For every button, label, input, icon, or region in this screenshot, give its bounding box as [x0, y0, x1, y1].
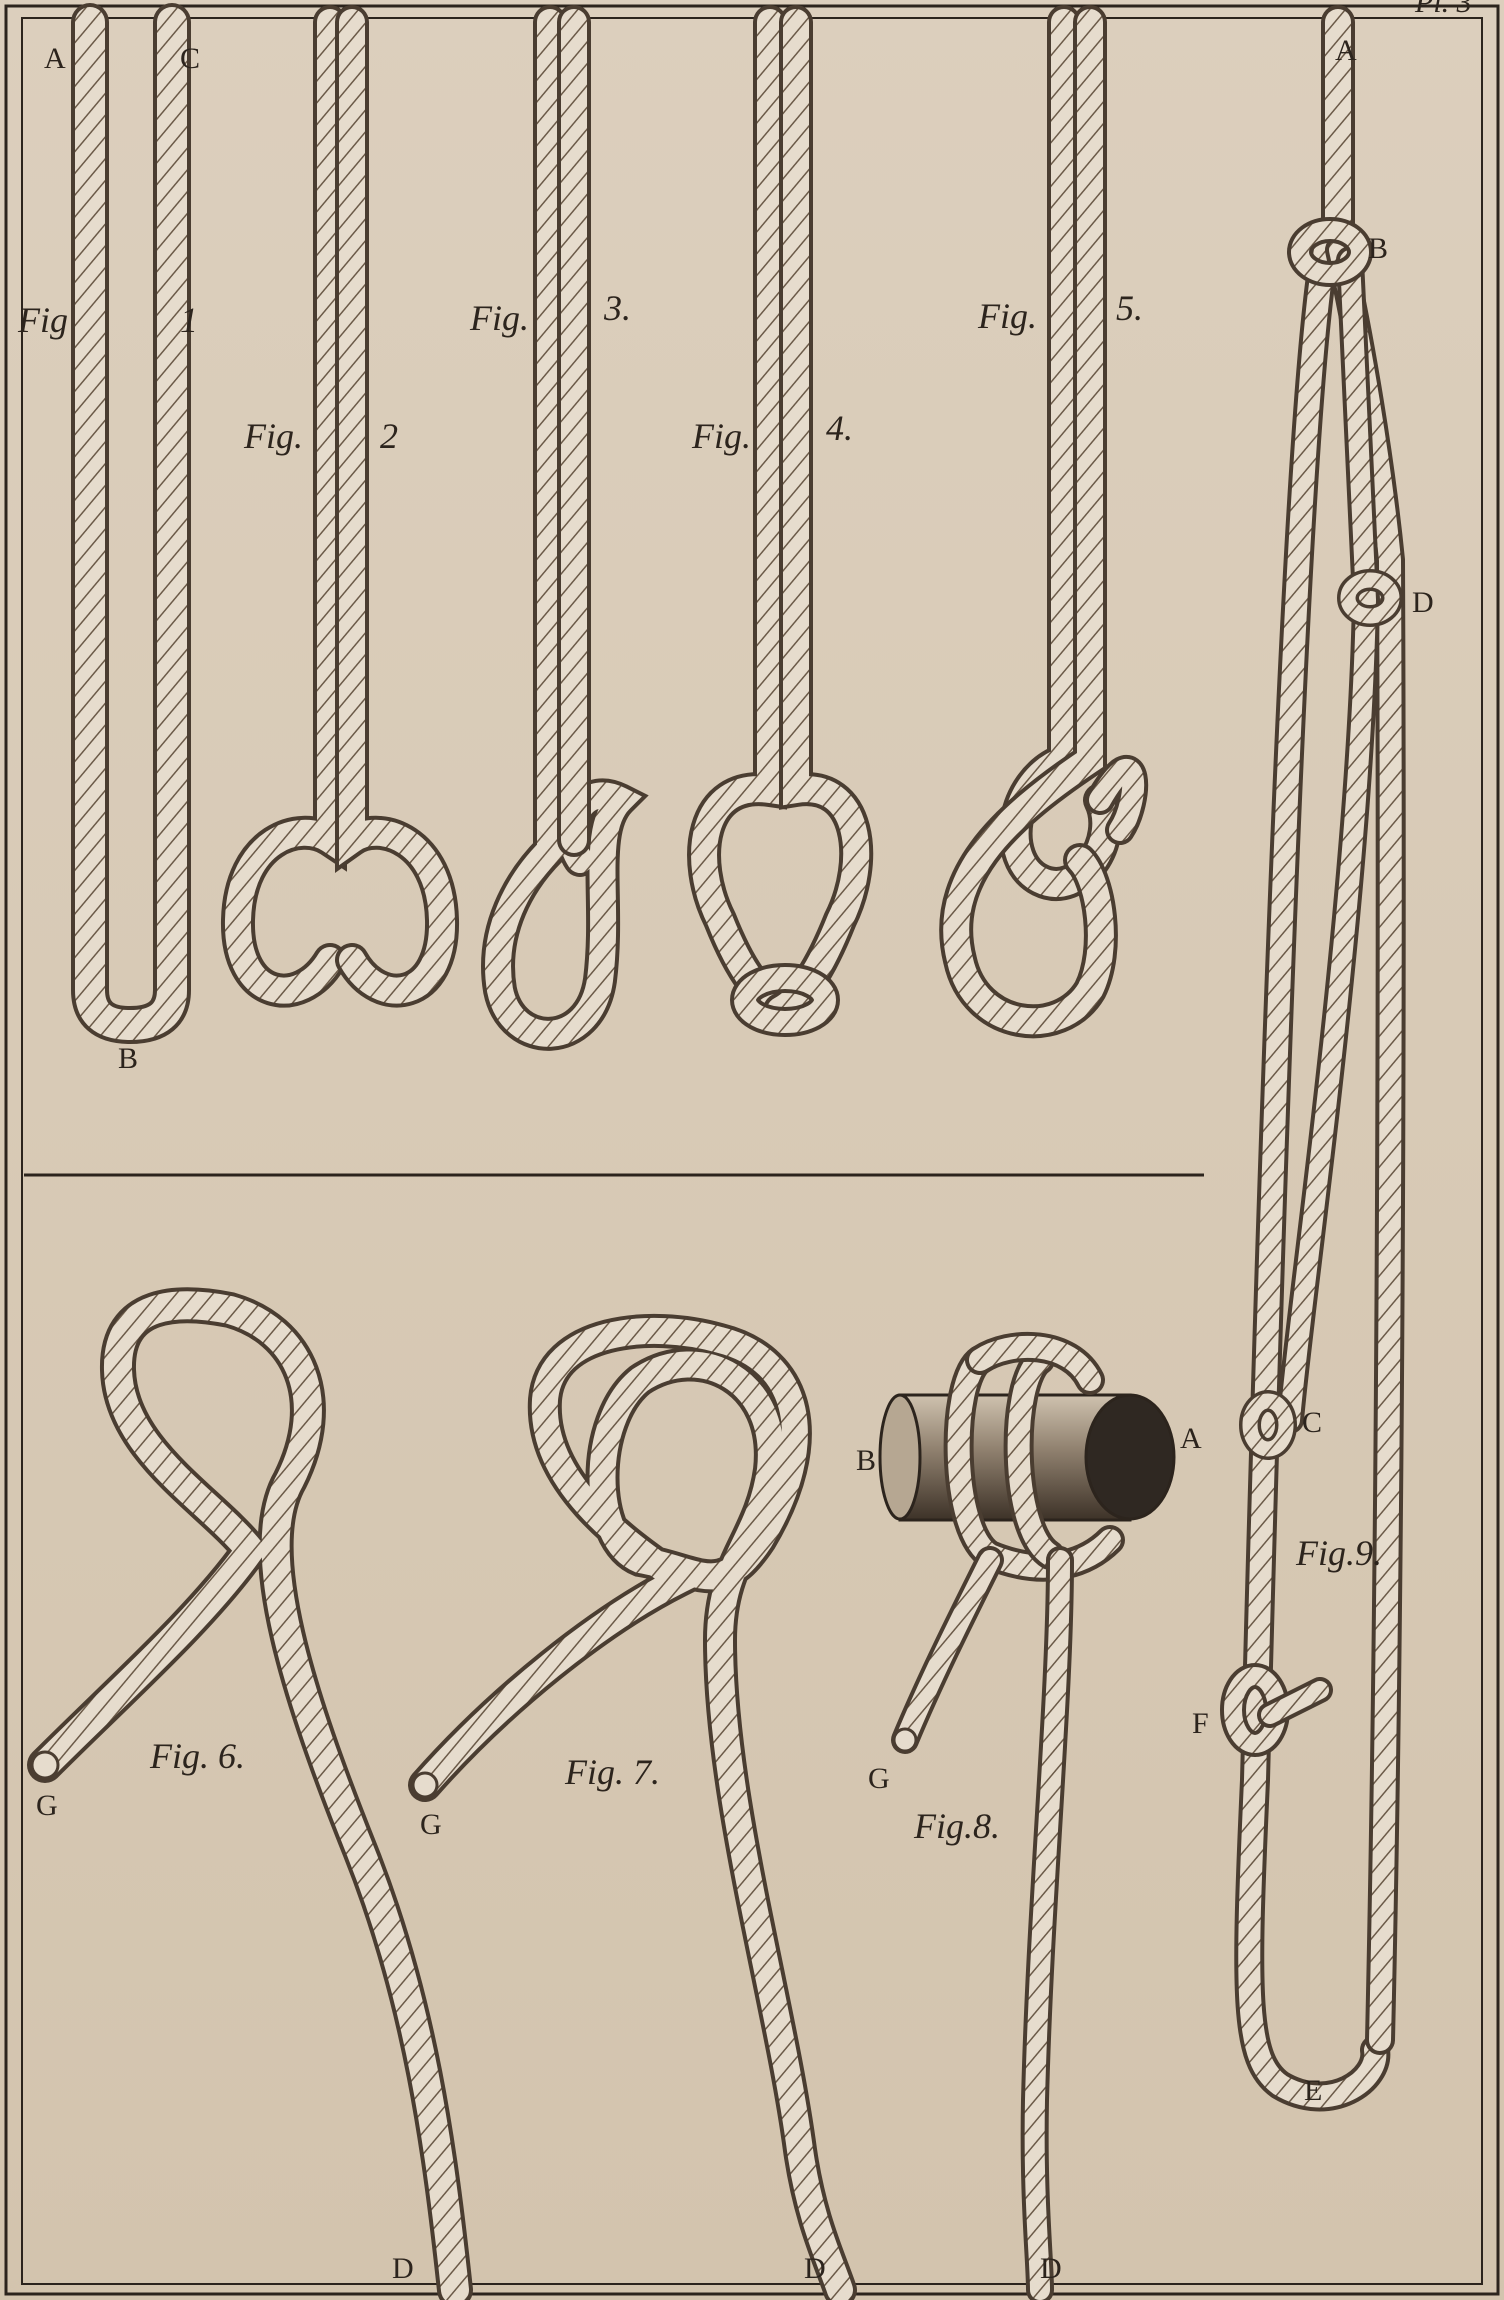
figure-5-rope: [956, 22, 1133, 1021]
fig5-caption-b: 5.: [1116, 288, 1143, 328]
figure-2-rope: [238, 22, 442, 991]
fig1-label-c: C: [180, 42, 200, 75]
figure-4-rope: [704, 22, 856, 1022]
fig7-caption: Fig. 7.: [564, 1752, 660, 1792]
fig6-label-g: G: [36, 1789, 58, 1822]
fig4-caption-b: 4.: [826, 408, 853, 448]
fig9-label-e: E: [1304, 2074, 1322, 2107]
fig9-caption: Fig.9.: [1295, 1533, 1382, 1573]
fig1-label-b: B: [118, 1042, 138, 1075]
fig9-label-b: B: [1368, 232, 1388, 265]
fig5-caption-a: Fig.: [977, 296, 1037, 336]
figure-1-rope: [90, 22, 172, 1025]
fig8-caption: Fig.8.: [913, 1806, 1000, 1846]
fig2-caption-a: Fig.: [243, 416, 303, 456]
fig8-label-d: D: [1040, 2252, 1062, 2285]
fig1-label-a: A: [44, 42, 66, 75]
plate-number: Pl. 3: [1414, 0, 1472, 19]
fig9-label-a: A: [1335, 34, 1357, 67]
fig8-label-a: A: [1180, 1422, 1202, 1455]
figure-3-rope: [498, 22, 620, 1034]
figure-7-rope: [413, 1331, 840, 2290]
fig1-caption-a: Fig: [17, 300, 68, 340]
figure-9-rope: [1233, 22, 1392, 2096]
fig1-caption-b: 1: [180, 300, 198, 340]
figure-6-rope: [32, 1305, 455, 2290]
fig2-caption-b: 2: [380, 416, 398, 456]
fig9-label-d: D: [1412, 586, 1434, 619]
fig6-label-d: D: [392, 2252, 414, 2285]
fig9-label-f: F: [1192, 1707, 1209, 1740]
fig9-label-c: C: [1302, 1406, 1322, 1439]
fig8-label-g: G: [868, 1762, 890, 1795]
fig4-caption-a: Fig.: [691, 416, 751, 456]
fig3-caption-a: Fig.: [469, 298, 529, 338]
fig7-label-g: G: [420, 1808, 442, 1841]
fig6-caption: Fig. 6.: [149, 1736, 245, 1776]
fig8-label-b: B: [856, 1444, 876, 1477]
fig3-caption-b: 3.: [603, 288, 631, 328]
fig7-label-d: D: [804, 2252, 826, 2285]
